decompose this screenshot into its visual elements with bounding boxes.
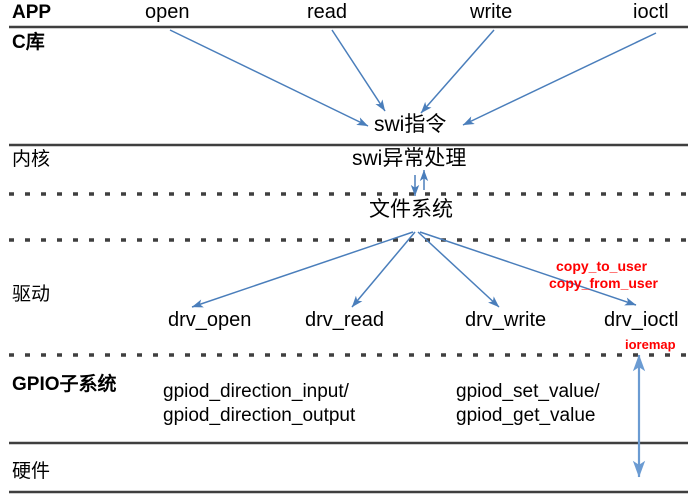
kernel-node-filesystem: 文件系统 [369,198,453,221]
layer-label-clib: C库 [12,32,45,53]
gpio-func-gpiod-direction-line1: gpiod_direction_input/ [163,381,349,402]
driver-op-drv-ioctl: drv_ioctl [604,309,679,331]
arrow-fs-to-open [191,231,414,308]
arrow-open-to-swi [169,29,369,127]
arrow-ioctl-to-swi [462,32,657,126]
app-call-write: write [470,1,513,23]
arrow-fs-to-write [417,231,500,308]
driver-op-drv-open: drv_open [168,309,252,331]
layer-label-app: APP [12,2,52,23]
gpio-func-gpiod-direction-line2: gpiod_direction_output [163,404,356,426]
kernel-node-swi-exception: swi异常处理 [352,147,467,170]
driver-op-drv-write: drv_write [465,309,547,331]
gpio-func-gpiod-direction: gpiod_direction_input/gpiod_direction_ou… [163,380,355,428]
annotation-copy-to-user: copy_to_user [556,258,648,274]
app-call-open: open [145,1,190,23]
arrow-write-to-swi [420,29,495,114]
app-call-ioctl: ioctl [633,1,669,23]
driver-op-drv-read: drv_read [305,309,384,331]
kernel-node-swi-instruction: swi指令 [374,113,447,136]
layer-label-gpio: GPIO子系统 [12,374,117,395]
layer-label-hw: 硬件 [12,461,51,482]
gpio-func-gpiod-value-line1: gpiod_set_value/ [456,381,600,402]
layer-label-kernel: 内核 [12,149,51,170]
app-call-read: read [307,1,348,23]
arrow-read-to-swi [331,29,386,112]
gpio-func-gpiod-value: gpiod_set_value/gpiod_get_value [456,380,600,428]
layer-label-driver: 驱动 [12,284,51,305]
gpio-func-gpiod-value-line2: gpiod_get_value [456,404,596,426]
arrow-fs-to-read [351,231,416,308]
annotation-ioremap: ioremap [625,337,676,352]
annotation-copy-from-user: copy_from_user [549,275,658,291]
